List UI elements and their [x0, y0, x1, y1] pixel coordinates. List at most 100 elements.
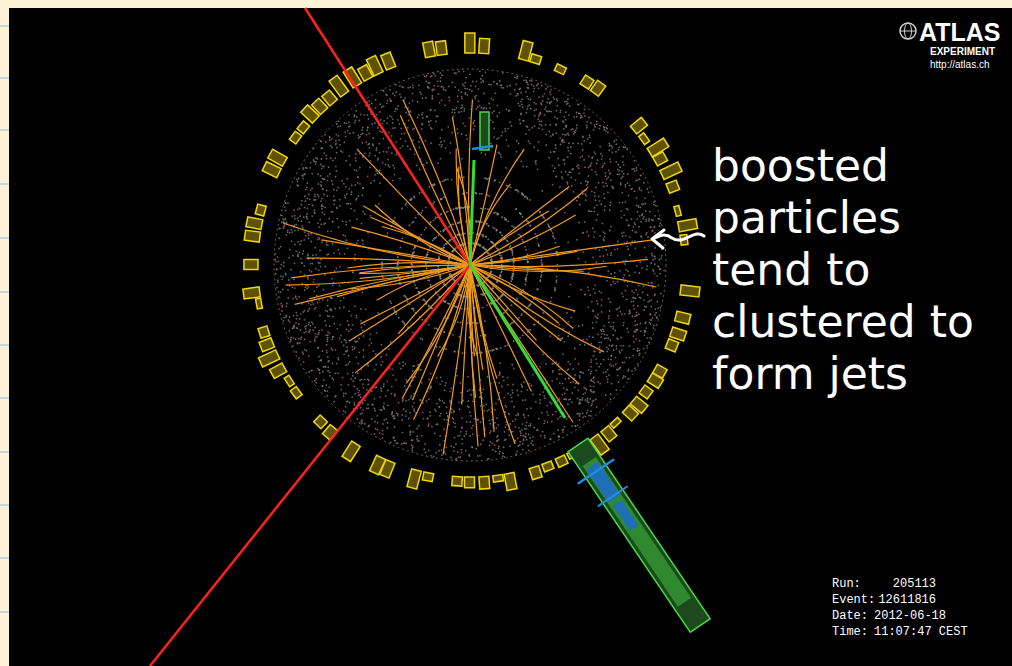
hit-dot: [375, 149, 377, 151]
hit-dot: [572, 381, 574, 383]
hit-dot: [513, 262, 515, 264]
hit-dot: [582, 193, 584, 195]
hit-dot: [633, 305, 635, 307]
hit-dot: [620, 337, 622, 339]
hit-dot: [464, 233, 466, 235]
hit-dot: [410, 198, 412, 200]
hit-dot: [510, 245, 512, 247]
hit-dot: [324, 389, 326, 391]
hit-dot: [322, 205, 324, 207]
tracker-hits: [274, 70, 665, 460]
hit-dot: [457, 435, 459, 437]
hit-dot: [343, 183, 345, 185]
hit-dot: [606, 337, 608, 339]
hit-dot: [322, 188, 324, 190]
hit-dot: [367, 383, 369, 385]
hit-dot: [438, 93, 440, 95]
hit-dot: [547, 421, 549, 423]
hit-dot: [529, 199, 531, 201]
hit-dot: [344, 122, 346, 124]
hit-dot: [609, 310, 611, 312]
hit-dot: [526, 112, 528, 114]
hit-dot: [625, 235, 627, 237]
hit-dot: [541, 259, 543, 261]
hit-dot: [403, 322, 405, 324]
hit-dot: [631, 301, 633, 303]
hit-dot: [275, 253, 277, 255]
hit-dot: [278, 260, 280, 262]
hit-dot: [401, 414, 403, 416]
hit-dot: [409, 224, 411, 226]
hit-dot: [527, 261, 529, 263]
hit-dot: [517, 93, 519, 95]
hit-dot: [445, 348, 447, 350]
hit-dot: [304, 231, 306, 233]
hit-dot: [468, 117, 470, 119]
hit-dot: [562, 139, 564, 141]
hit-dot: [633, 301, 635, 303]
hit-dot: [355, 357, 357, 359]
hit-dot: [501, 135, 503, 137]
hit-dot: [543, 217, 545, 219]
hit-dot: [394, 174, 396, 176]
hit-dot: [552, 232, 554, 234]
hit-dot: [505, 218, 507, 220]
hit-dot: [405, 415, 407, 417]
hit-dot: [568, 296, 570, 298]
hit-dot: [412, 100, 414, 102]
hit-dot: [410, 111, 412, 113]
hit-dot: [362, 142, 364, 144]
hit-dot: [379, 170, 381, 172]
hit-dot: [369, 147, 371, 149]
hit-dot: [633, 226, 635, 228]
hit-dot: [494, 444, 496, 446]
hit-dot: [518, 427, 520, 429]
hit-dot: [539, 279, 541, 281]
hit-dot: [454, 86, 456, 88]
hit-dot: [323, 193, 325, 195]
hit-dot: [567, 174, 569, 176]
hit-dot: [332, 349, 334, 351]
hit-dot: [514, 89, 516, 91]
hit-dot: [527, 272, 529, 274]
hit-dot: [414, 246, 416, 248]
hit-dot: [501, 295, 503, 297]
hit-dot: [582, 135, 584, 137]
hit-dot: [354, 404, 356, 406]
hit-dot: [440, 198, 442, 200]
hit-dot: [623, 173, 625, 175]
hit-dot: [354, 169, 356, 171]
hit-dot: [427, 251, 429, 253]
hit-dot: [320, 140, 322, 142]
hit-dot: [443, 331, 445, 333]
hit-dot: [306, 207, 308, 209]
hit-dot: [560, 171, 562, 173]
hit-dot: [386, 354, 388, 356]
hit-dot: [606, 280, 608, 282]
margin-tick: [0, 130, 9, 131]
hit-dot: [614, 272, 616, 274]
hit-dot: [412, 431, 414, 433]
hit-dot: [402, 365, 404, 367]
hit-dot: [436, 377, 438, 379]
hit-dot: [478, 244, 480, 246]
hit-dot: [441, 449, 443, 451]
hit-dot: [400, 96, 402, 98]
hit-dot: [610, 252, 612, 254]
hit-dot: [307, 278, 309, 280]
hit-dot: [443, 196, 445, 198]
hit-dot: [449, 273, 451, 275]
hit-dot: [432, 240, 434, 242]
hit-dot: [473, 123, 475, 125]
hit-dot: [596, 162, 598, 164]
hit-dot: [607, 348, 609, 350]
hit-dot: [281, 306, 283, 308]
hit-dot: [357, 182, 359, 184]
hit-dot: [437, 85, 439, 87]
hit-dot: [326, 241, 328, 243]
hit-dot: [458, 283, 460, 285]
hit-dot: [381, 261, 383, 263]
hit-dot: [606, 350, 608, 352]
hit-dot: [597, 381, 599, 383]
hit-dot: [368, 155, 370, 157]
